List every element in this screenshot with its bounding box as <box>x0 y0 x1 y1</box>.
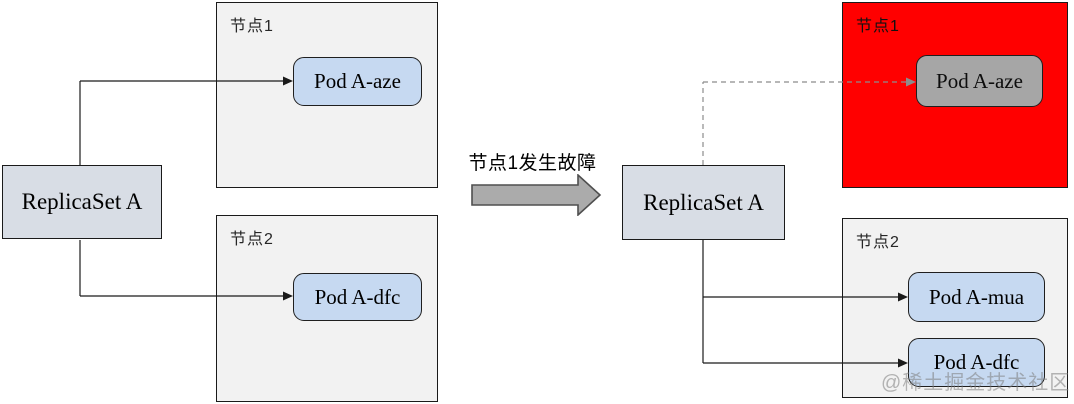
transition-block-arrow-icon <box>471 174 602 216</box>
after-node2-label: 节点2 <box>856 234 900 251</box>
after-replicaset-box: ReplicaSet A <box>622 165 785 240</box>
after-node1-pod-a-aze-failed: Pod A-aze <box>916 55 1043 107</box>
transition-label: 节点1发生故障 <box>468 153 597 174</box>
before-replicaset-box: ReplicaSet A <box>2 165 162 239</box>
before-node1-pod-a-aze: Pod A-aze <box>293 57 422 106</box>
before-node2-pod-a-dfc: Pod A-dfc <box>293 273 422 321</box>
before-node1-label: 节点1 <box>230 18 274 35</box>
before-node2-label: 节点2 <box>230 231 274 248</box>
watermark-text: @稀土掘金技术社区 <box>881 372 1071 394</box>
after-node2-pod-a-dfc: Pod A-dfc <box>908 338 1045 387</box>
after-node1-label: 节点1 <box>856 18 900 35</box>
after-node2-pod-a-mua: Pod A-mua <box>908 272 1045 322</box>
